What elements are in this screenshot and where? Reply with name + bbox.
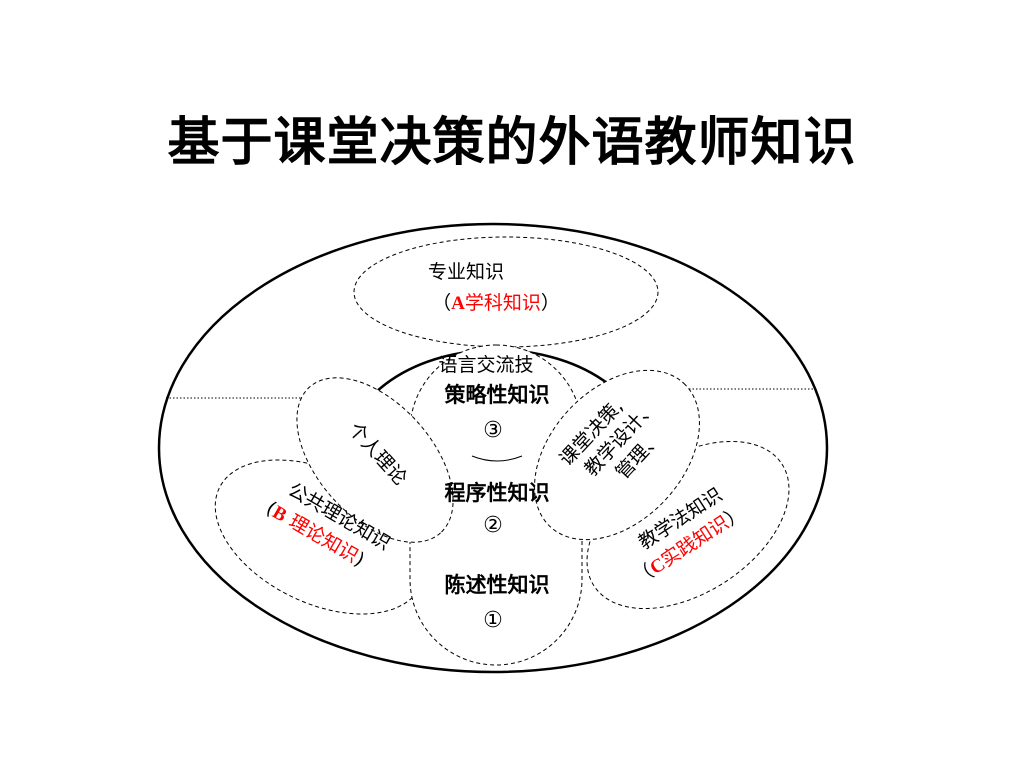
- code-a: A: [451, 293, 465, 314]
- procedural-number: ②: [483, 513, 503, 538]
- center-arc: [471, 455, 523, 462]
- paren-open: （: [432, 292, 451, 314]
- paren-close: ）: [541, 292, 560, 314]
- slide-title: 基于课堂决策的外语教师知识: [167, 113, 857, 173]
- declarative-number: ①: [483, 608, 503, 633]
- strategic-number: ③: [483, 418, 503, 443]
- professional-label: 专业知识: [428, 261, 504, 283]
- subject-knowledge: 学科知识: [465, 292, 541, 314]
- communication-skill-label: 语言交流技: [438, 354, 533, 376]
- procedural-knowledge-label: 程序性知识: [445, 481, 550, 505]
- personal-theory-ellipse: [296, 377, 454, 543]
- classroom-ellipse: [534, 369, 700, 541]
- professional-subtitle: （A学科知识）: [432, 292, 560, 314]
- declarative-knowledge-label: 陈述性知识: [445, 573, 550, 597]
- strategic-knowledge-label: 策略性知识: [445, 383, 550, 407]
- outer-ellipse: [157, 222, 829, 674]
